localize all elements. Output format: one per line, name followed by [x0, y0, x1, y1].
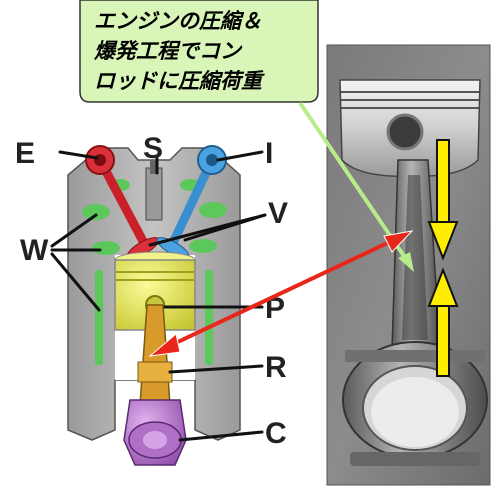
compression-arrow-up	[427, 267, 459, 377]
label-water-jacket: W	[20, 234, 49, 267]
label-intake: I	[265, 137, 273, 170]
label-crank: C	[265, 417, 287, 450]
label-rod: R	[265, 351, 287, 384]
label-spark-plug: S	[143, 132, 163, 165]
leader-lines	[50, 150, 267, 442]
compression-load-callout: エンジンの圧縮＆ 爆発工程でコン ロッドに圧縮荷重	[79, 0, 319, 103]
engine-cutaway	[67, 145, 241, 466]
callout-line-1: エンジンの圧縮＆	[94, 9, 262, 33]
label-exhaust: E	[15, 137, 35, 170]
compression-arrow-down	[427, 139, 459, 261]
callout-line-3: ロッドに圧縮荷重	[94, 69, 265, 93]
label-valves: V	[268, 197, 288, 230]
coolant-passages	[82, 179, 227, 365]
crankshaft	[123, 399, 187, 466]
intake-valve	[156, 145, 227, 259]
callout-pointer-arrow-head	[398, 252, 414, 272]
callout-line-2: 爆発工程でコン	[93, 39, 243, 63]
red-double-arrow	[148, 230, 414, 357]
connecting-rod-photo	[326, 44, 491, 486]
